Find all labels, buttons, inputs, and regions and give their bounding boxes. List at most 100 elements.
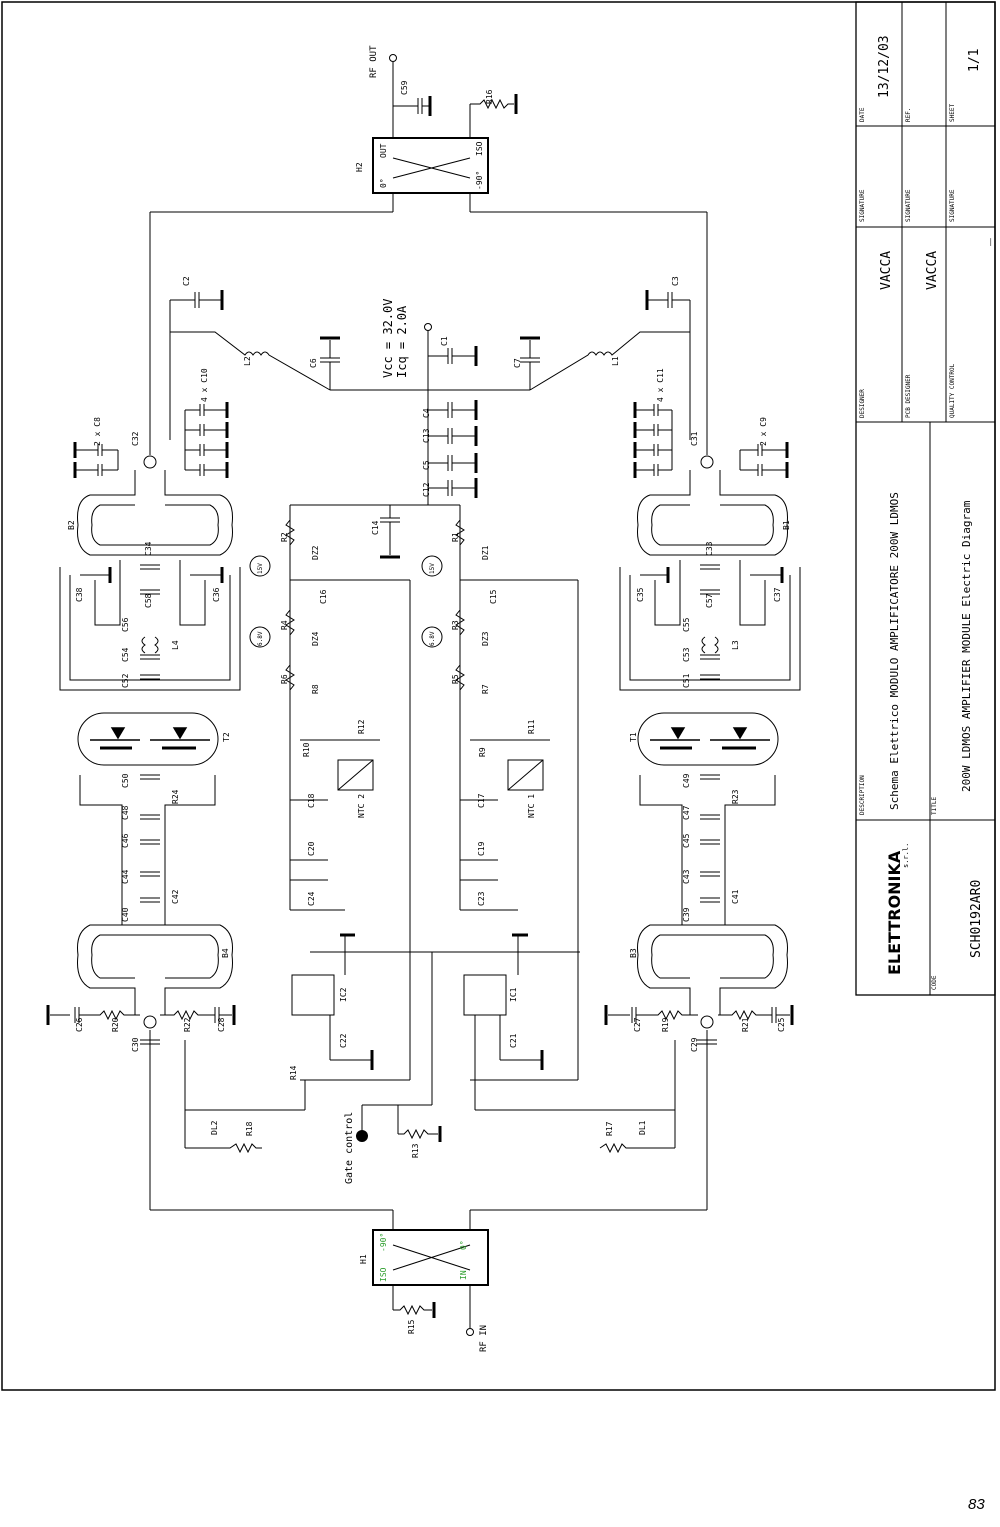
label-r15: R15 [407, 1319, 416, 1334]
title-block: DATE REF. SHEET SIGNATURE SIGNATURE SIGN… [855, 1, 996, 996]
label-c3: C3 [671, 276, 680, 286]
label-r24: R24 [171, 789, 180, 804]
label-r8: R8 [311, 684, 320, 694]
label-4xc11: 4 x C11 [656, 368, 665, 402]
label-ntc2: NTC 2 [357, 794, 366, 818]
label-c49: C49 [682, 773, 691, 788]
label-c42: C42 [171, 889, 180, 904]
label-c44: C44 [121, 869, 130, 884]
label-c37: C37 [773, 587, 782, 602]
label-c31: C31 [690, 431, 699, 446]
label-r2: R2 [280, 532, 289, 542]
label-b3: B3 [629, 948, 638, 958]
label-dz1: DZ1 [481, 545, 490, 560]
label-c55: C55 [682, 617, 691, 632]
label-c18: C18 [307, 793, 316, 808]
page-number: 83 [968, 1496, 985, 1513]
company-suffix: s.r.l. [902, 843, 910, 868]
label-c53: C53 [682, 647, 691, 662]
label-c46: C46 [121, 833, 130, 848]
label-2xc9: 2 x C9 [759, 417, 768, 446]
output-section [149, 54, 708, 440]
label-c45: C45 [682, 833, 691, 848]
label-c27: C27 [633, 1017, 642, 1032]
label-c40: C40 [121, 907, 130, 922]
h1-port-0: 0° [459, 1240, 468, 1250]
label-c51: C51 [682, 673, 691, 688]
transistor-symbols [90, 727, 770, 750]
label-c35: C35 [636, 587, 645, 602]
label-r11: R11 [527, 719, 536, 734]
signature-header-2: SIGNATURE [905, 189, 912, 222]
label-c34: C34 [144, 541, 153, 556]
rf-out-label: RF OUT [369, 45, 379, 78]
label-c17: C17 [477, 793, 486, 808]
label-c13: C13 [422, 428, 431, 443]
label-c52: C52 [121, 673, 130, 688]
h1-port-90: -90° [379, 1233, 388, 1252]
label-l4: L4 [171, 640, 180, 650]
h2-port-0: 0° [379, 178, 388, 188]
label-dz4: DZ4 [311, 631, 320, 646]
h1-port-in: IN [459, 1270, 468, 1280]
label-c47: C47 [682, 805, 691, 820]
label-2xc8: 2 x C8 [93, 417, 102, 446]
label-c36: C36 [212, 587, 221, 602]
title-value: 200W LDMOS AMPLIFIER MODULE Electric Dia… [960, 500, 973, 792]
icq-label: Icq = 2.0A [395, 305, 409, 378]
label-15v-right: 15V [429, 563, 436, 574]
label-c29: C29 [690, 1037, 699, 1052]
label-dl2: DL2 [210, 1120, 219, 1135]
label-t1: T1 [629, 732, 638, 742]
signature-header-1: SIGNATURE [859, 189, 866, 222]
bias-circuits [184, 505, 676, 1154]
sheet-value: 1/1 [967, 49, 982, 72]
code-value: SCH0192AR0 [969, 880, 984, 958]
label-b4: B4 [221, 948, 230, 958]
label-c6: C6 [309, 358, 318, 368]
label-dz2: DZ2 [311, 545, 320, 560]
gate-control-terminal[interactable] [356, 1130, 368, 1142]
ref-header: REF. [905, 108, 912, 122]
label-r7: R7 [481, 684, 490, 694]
label-c23: C23 [477, 891, 486, 906]
label-l1: L1 [611, 356, 620, 366]
label-c30: C30 [131, 1037, 140, 1052]
label-c28: C28 [217, 1017, 226, 1032]
label-r1: R1 [451, 532, 460, 542]
label-c19: C19 [477, 841, 486, 856]
label-r23: R23 [731, 789, 740, 804]
matching-capacitors [80, 564, 784, 903]
label-dl1: DL1 [638, 1120, 647, 1135]
label-c4: C4 [422, 408, 431, 418]
label-c32: C32 [131, 431, 140, 446]
sheet-header: SHEET [949, 104, 956, 122]
label-h2: H2 [355, 162, 364, 172]
label-c56: C56 [121, 617, 130, 632]
label-c33: C33 [705, 541, 714, 556]
label-r6: R6 [280, 674, 289, 684]
h2-port-out: OUT [379, 143, 388, 158]
pcb-designer-header: PCB DESIGNER [905, 374, 912, 418]
label-68v-left: 6.8V [257, 631, 264, 646]
label-c57: C57 [705, 593, 714, 608]
label-r16: R16 [485, 89, 494, 104]
label-c1: C1 [440, 336, 449, 346]
description-header: DESCRIPTION [859, 775, 866, 815]
label-r21: R21 [741, 1017, 750, 1032]
label-c50: C50 [121, 773, 130, 788]
component-labels: RF OUT C59 R16 H2 OUT ISO 0° -90° C2 C3 … [67, 45, 791, 1352]
label-c12: C12 [422, 482, 431, 497]
label-c22: C22 [339, 1033, 348, 1048]
label-b1: B1 [782, 520, 791, 530]
supply-rail [73, 290, 789, 559]
label-c16: C16 [319, 589, 328, 604]
label-c24: C24 [307, 891, 316, 906]
label-c48: C48 [121, 805, 130, 820]
h1-port-iso: ISO [379, 1267, 388, 1282]
label-l3: L3 [731, 640, 740, 650]
label-r5: R5 [451, 674, 460, 684]
company-logo: ELETTRONIKA [885, 850, 904, 975]
label-r9: R9 [478, 747, 487, 757]
label-r4: R4 [280, 620, 289, 630]
